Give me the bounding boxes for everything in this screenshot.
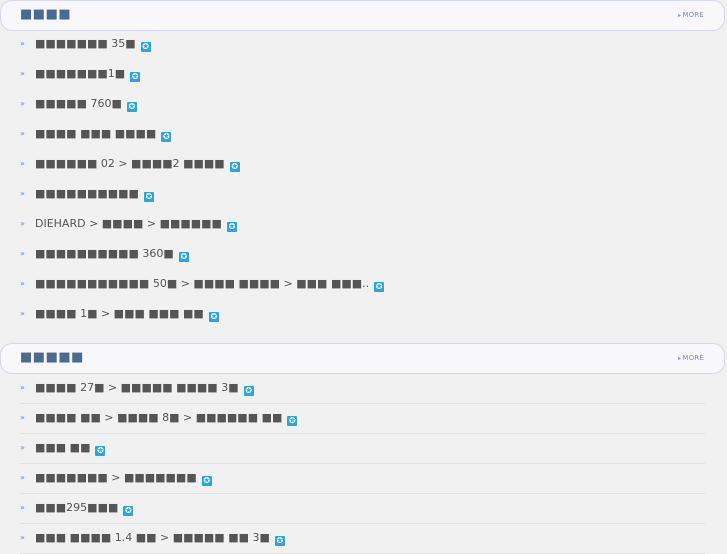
- list-item: » ■■■■■■■ 35■✪: [20, 30, 705, 60]
- chevron-right-icon: »: [20, 413, 25, 422]
- list-item-link[interactable]: DIEHARD > ■■■■ > ■■■■■■✪: [35, 217, 237, 232]
- star-badge-icon: ✪: [274, 536, 285, 546]
- list-item: » ■■■■ ■■ > ■■■■ 8■ > ■■■■■■ ■■✪: [20, 404, 705, 434]
- star-badge-icon: ✪: [126, 102, 137, 112]
- list-item-link[interactable]: ■■■■■■■■■■✪: [35, 187, 154, 202]
- star-badge-icon: ✪: [178, 252, 189, 262]
- list-item: » ■■■■■■■■■■ 360■✪: [20, 240, 705, 270]
- list-item: » ■■■■■ 760■✪: [20, 90, 705, 120]
- star-badge-icon: ✪: [287, 416, 298, 426]
- list-item-link[interactable]: ■■■ ■■✪: [35, 441, 106, 456]
- list-item-link[interactable]: ■■■ ■■■■ 1.4 ■■ > ■■■■■ ■■ 3■✪: [35, 531, 285, 546]
- chevron-right-icon: »: [20, 39, 25, 48]
- star-badge-icon: ✪: [161, 132, 172, 142]
- star-badge-icon: ✪: [226, 222, 237, 232]
- list-item: » ■■■■ ■■■ ■■■■✪: [20, 120, 705, 150]
- list-item-link[interactable]: ■■■■ 1■ > ■■■ ■■■ ■■✪: [35, 307, 219, 322]
- chevron-right-icon: »: [20, 443, 25, 452]
- star-badge-icon: ✪: [243, 386, 254, 396]
- list-item-link[interactable]: ■■■■■■■1■✪: [35, 67, 141, 82]
- chevron-right-icon: »: [20, 383, 25, 392]
- list-item: » ■■■ ■■■■ 1.4 ■■ > ■■■■■ ■■ 3■✪: [20, 524, 705, 554]
- list-item-link[interactable]: ■■■■ ■■ > ■■■■ 8■ > ■■■■■■ ■■✪: [35, 411, 298, 426]
- list-item-link[interactable]: ■■■■ ■■■ ■■■■✪: [35, 127, 172, 142]
- star-badge-icon: ✪: [208, 312, 219, 322]
- star-badge-icon: ✪: [374, 282, 385, 292]
- chevron-right-icon: »: [20, 309, 25, 318]
- star-badge-icon: ✪: [143, 192, 154, 202]
- list-item: » ■■■■■■■ > ■■■■■■■✪: [20, 464, 705, 494]
- chevron-right-icon: »: [20, 159, 25, 168]
- list-item-link[interactable]: ■■■■■■■■■■ 360■✪: [35, 247, 189, 262]
- list-item: » ■■■295■■■✪: [20, 494, 705, 524]
- list-item: » ■■■■■■■■■■■ 50■ > ■■■■ ■■■■ > ■■■ ■■■..…: [20, 270, 705, 300]
- more-link-2[interactable]: ▸MORE: [678, 354, 704, 362]
- list-item: » ■■■■■■■■■■✪: [20, 180, 705, 210]
- list-item: » ■■■ ■■✪: [20, 434, 705, 464]
- more-link-1[interactable]: ▸MORE: [678, 11, 704, 19]
- chevron-right-icon: »: [20, 189, 25, 198]
- chevron-right-icon: »: [20, 249, 25, 258]
- list-item: » ■■■■ 27■ > ■■■■■ ■■■■ 3■✪: [20, 374, 705, 404]
- chevron-right-icon: »: [20, 219, 25, 228]
- section-title-1: ■■■■: [20, 7, 72, 22]
- list-item: » ■■■■■■ 02 > ■■■■2 ■■■■✪: [20, 150, 705, 180]
- star-badge-icon: ✪: [123, 506, 134, 516]
- section-title-2: ■■■■■: [20, 350, 84, 365]
- more-arrow-icon: ▸: [678, 12, 682, 19]
- section-header-1: ■■■■ ▸MORE: [0, 0, 725, 31]
- star-badge-icon: ✪: [201, 476, 212, 486]
- chevron-right-icon: »: [20, 69, 25, 78]
- chevron-right-icon: »: [20, 129, 25, 138]
- list-item-link[interactable]: ■■■295■■■✪: [35, 501, 134, 516]
- list-item-link[interactable]: ■■■■■■■ 35■✪: [35, 37, 151, 52]
- list-item-link[interactable]: ■■■■■■■■■■■ 50■ > ■■■■ ■■■■ > ■■■ ■■■..✪: [35, 277, 385, 292]
- star-badge-icon: ✪: [130, 72, 141, 82]
- more-arrow-icon: ▸: [678, 355, 682, 362]
- chevron-right-icon: »: [20, 99, 25, 108]
- list-item-link[interactable]: ■■■■■■■ > ■■■■■■■✪: [35, 471, 212, 486]
- chevron-right-icon: »: [20, 473, 25, 482]
- list-item-link[interactable]: ■■■■■ 760■✪: [35, 97, 137, 112]
- list-item-link[interactable]: ■■■■ 27■ > ■■■■■ ■■■■ 3■✪: [35, 381, 254, 396]
- section-header-2: ■■■■■ ▸MORE: [0, 343, 725, 374]
- list-item: » ■■■■■■■1■✪: [20, 60, 705, 90]
- chevron-right-icon: »: [20, 279, 25, 288]
- star-badge-icon: ✪: [229, 162, 240, 172]
- chevron-right-icon: »: [20, 533, 25, 542]
- chevron-right-icon: »: [20, 503, 25, 512]
- list-item: » ■■■■ 1■ > ■■■ ■■■ ■■✪: [20, 300, 705, 330]
- star-badge-icon: ✪: [95, 446, 106, 456]
- list-item: » DIEHARD > ■■■■ > ■■■■■■✪: [20, 210, 705, 240]
- list-item-link[interactable]: ■■■■■■ 02 > ■■■■2 ■■■■✪: [35, 157, 240, 172]
- star-badge-icon: ✪: [140, 42, 151, 52]
